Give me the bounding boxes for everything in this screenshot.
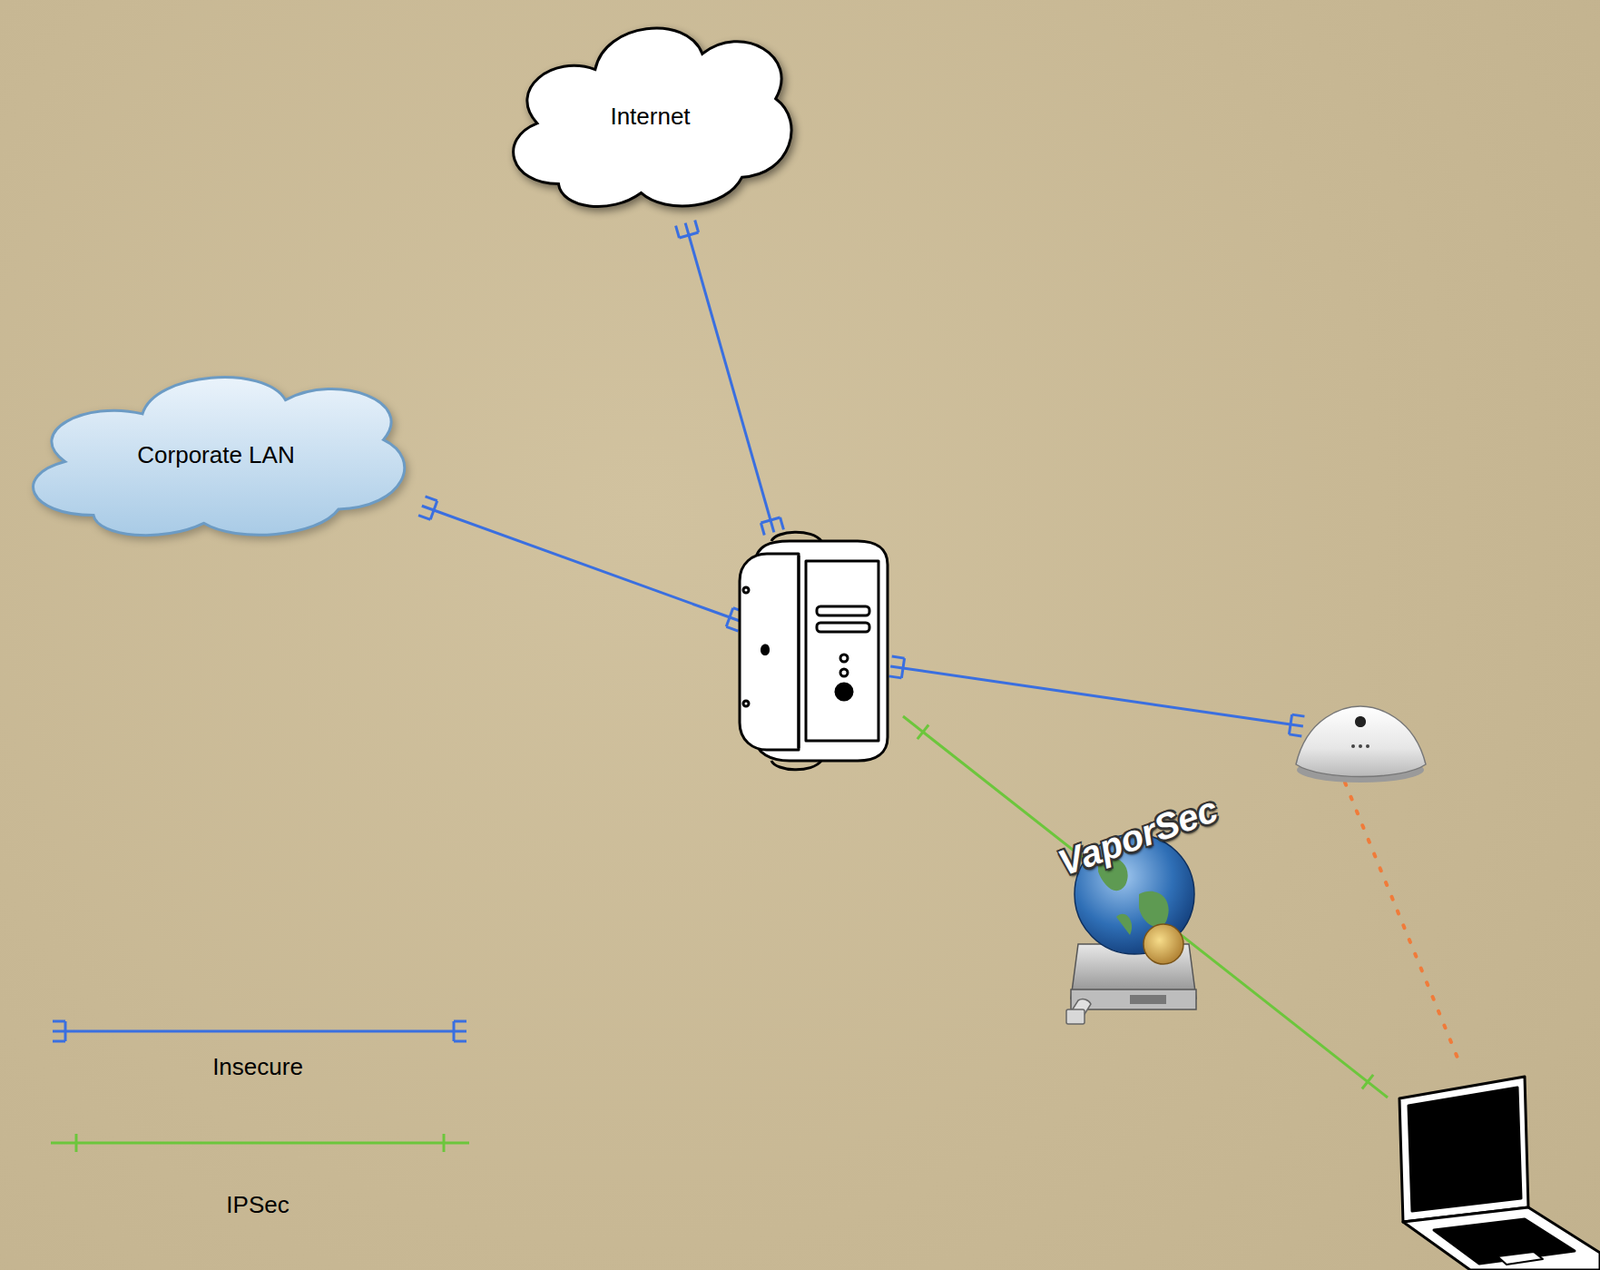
fork-prong [1288, 734, 1302, 737]
cloud-shape [33, 377, 405, 536]
insecure-link [433, 510, 730, 618]
fork-prong [676, 225, 680, 238]
internet-cloud: Internet [497, 0, 804, 225]
fork-prong [770, 520, 775, 532]
fork-prong [695, 220, 699, 233]
fork-prong [760, 522, 765, 535]
fork-prong [425, 496, 438, 501]
fork-prong [418, 515, 431, 521]
insecure-link [65, 1030, 454, 1033]
legend-text: IPSec [225, 1190, 289, 1219]
fork-prong [889, 676, 903, 678]
insecure-link [903, 667, 1291, 725]
cloud-label: Corporate LAN [137, 441, 295, 470]
fork-prong [1292, 714, 1306, 717]
fork-prong [1290, 724, 1304, 727]
fork-prong [422, 505, 434, 511]
cloud-shape [513, 28, 792, 207]
fork-prong [453, 1040, 467, 1043]
fork-prong [453, 1030, 467, 1033]
fork-prong [890, 666, 904, 668]
fork-prong [685, 223, 689, 236]
fork-prong [726, 626, 738, 631]
wireless-link [1344, 782, 1462, 1067]
lan-cloud: Corporate LAN [11, 352, 421, 551]
fork-prong [780, 517, 785, 530]
ipsec-tick [442, 1133, 446, 1152]
fork-prong [52, 1040, 66, 1043]
fork-prong [52, 1020, 66, 1023]
airport-base-station [1295, 706, 1426, 783]
mac-pro-server [739, 531, 888, 770]
ipsec-link [50, 1141, 470, 1145]
ipsec-tick [75, 1133, 79, 1152]
legend-samples [50, 1020, 470, 1152]
fork-prong [52, 1030, 66, 1033]
ipsec-tick [1362, 1074, 1374, 1090]
wires [418, 220, 1462, 1098]
fork-prong [892, 656, 905, 658]
fork-prong [453, 1020, 467, 1023]
insecure-link [688, 235, 771, 521]
ipsec-tick [917, 724, 929, 739]
cloud-label: Internet [609, 102, 690, 131]
laptop [1399, 1076, 1600, 1270]
legend-text: Insecure [212, 1052, 304, 1081]
